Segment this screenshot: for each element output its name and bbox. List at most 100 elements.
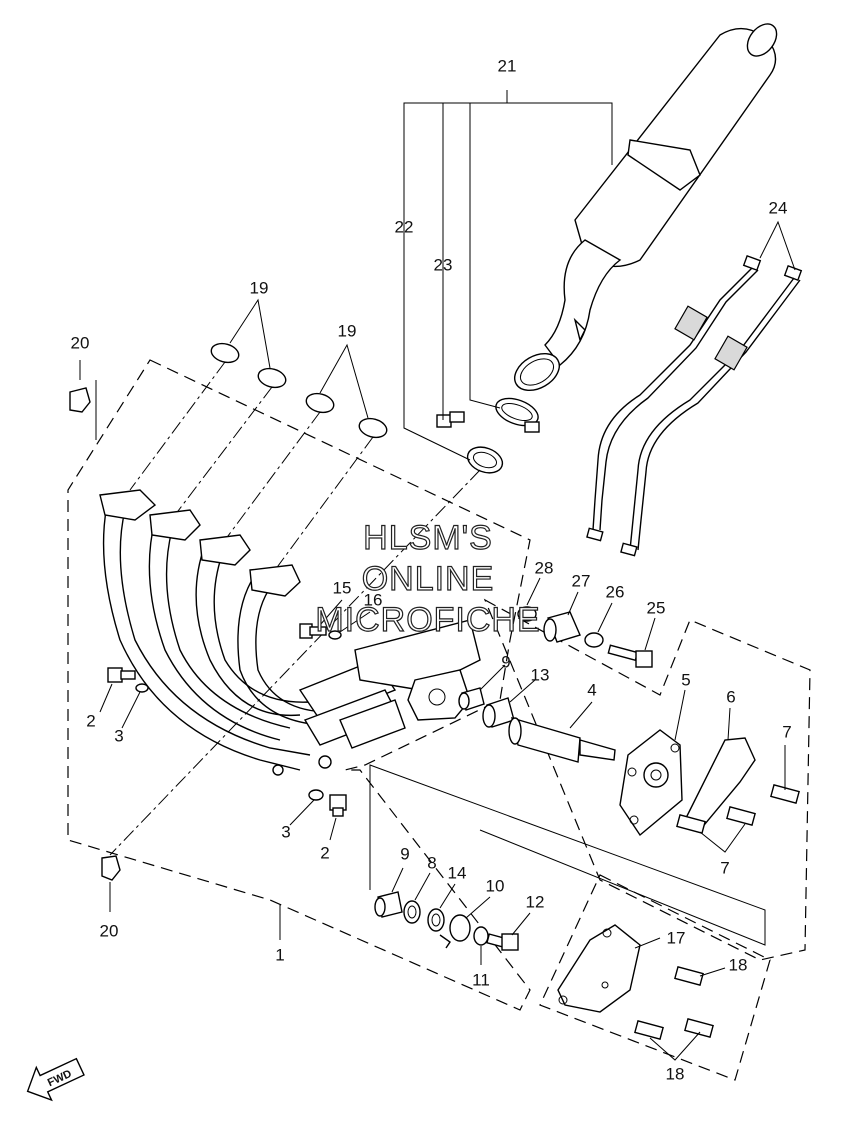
watermark-line-1: HLSM'S — [363, 519, 493, 557]
label-part-4: 4 — [587, 680, 596, 699]
muffler-clamp — [495, 397, 540, 433]
leader-10 — [465, 896, 491, 919]
exhaust-headers — [99, 489, 481, 776]
label-part-20a: 20 — [71, 333, 90, 352]
label-part-27: 27 — [572, 571, 591, 590]
label-part-23: 23 — [434, 255, 453, 274]
servo-cables — [586, 255, 803, 557]
label-part-9b: 9 — [400, 844, 409, 863]
washer-26 — [584, 632, 604, 648]
leader-13 — [509, 679, 536, 703]
watermark-line-3: MICROFICHE — [315, 601, 540, 639]
bushing-13 — [482, 697, 515, 728]
label-part-5: 5 — [681, 670, 690, 689]
flange-bolt-top — [69, 387, 91, 413]
label-part-2a: 2 — [86, 711, 95, 730]
leader-19b — [319, 343, 369, 419]
screws-18 — [634, 965, 714, 1041]
leader-24 — [759, 220, 796, 271]
label-part-19a: 19 — [250, 278, 269, 297]
label-part-19b: 19 — [338, 321, 357, 340]
leader-lines-upper — [403, 90, 613, 461]
leader-3a — [121, 691, 141, 729]
washer-14 — [427, 908, 445, 932]
muffler — [514, 23, 778, 392]
leader-27 — [567, 591, 579, 616]
leader-2b — [329, 817, 337, 841]
washer-8 — [403, 900, 421, 924]
leader-25 — [644, 617, 656, 651]
washer-11 — [473, 926, 489, 946]
shaft-4 — [508, 716, 616, 763]
bolt-25 — [607, 644, 653, 668]
fwd-arrow-icon: FWD — [26, 1057, 85, 1102]
leader-19a — [229, 298, 271, 369]
bolt-12 — [486, 933, 519, 951]
leader-5 — [674, 689, 686, 741]
label-part-13: 13 — [531, 665, 550, 684]
label-part-8: 8 — [427, 853, 436, 872]
exhaust-gaskets — [210, 342, 388, 439]
label-part-3a: 3 — [114, 726, 123, 745]
bolt-2-upper — [107, 667, 149, 693]
label-part-16: 16 — [364, 590, 383, 609]
cover-17 — [557, 924, 641, 1013]
leader-12 — [511, 912, 531, 936]
label-part-1: 1 — [275, 945, 284, 964]
bushing-28 — [517, 606, 537, 622]
leader-28 — [526, 577, 541, 606]
hardware-bracket-outline — [369, 764, 766, 946]
label-part-25: 25 — [647, 598, 666, 617]
pulley-5 — [619, 729, 683, 837]
leader-26 — [597, 602, 613, 633]
leader-18b — [649, 1031, 701, 1061]
label-part-20b: 20 — [100, 921, 119, 940]
bolt-2-lower — [308, 789, 347, 817]
watermark-line-2: ONLINE — [362, 560, 495, 598]
collar-27 — [543, 611, 581, 643]
leader-9a — [479, 664, 506, 691]
servo-assembly-outline — [483, 598, 811, 961]
leader-9b — [391, 867, 404, 893]
clamp-bolt — [436, 411, 465, 428]
leader-15 — [319, 599, 343, 626]
label-part-21: 21 — [498, 56, 517, 75]
leader-18a — [699, 967, 726, 977]
watermark: HLSM'S ONLINE MICROFICHE — [315, 518, 541, 639]
label-part-28: 28 — [535, 558, 554, 577]
exhaust-assembly-outline — [67, 359, 531, 1011]
label-part-11: 11 — [472, 970, 490, 989]
label-part-7b: 7 — [720, 858, 729, 877]
leader-7b — [699, 823, 746, 853]
leader-6 — [727, 707, 731, 741]
leader-8 — [414, 872, 431, 901]
label-part-24: 24 — [769, 198, 788, 217]
label-part-18b: 18 — [666, 1064, 685, 1083]
bolt-15 — [299, 623, 342, 640]
label-part-12: 12 — [526, 892, 545, 911]
leader-16 — [339, 611, 371, 633]
label-part-26: 26 — [606, 582, 625, 601]
collar-9-lower — [374, 891, 403, 918]
label-part-2b: 2 — [320, 843, 329, 862]
muffler-gasket — [466, 446, 504, 474]
flange-bolt-bottom — [101, 855, 121, 881]
label-part-6: 6 — [726, 687, 735, 706]
label-part-17: 17 — [667, 928, 686, 947]
cover-assembly-outline — [539, 874, 771, 1081]
label-part-7a: 7 — [782, 722, 791, 741]
leader-17 — [634, 937, 661, 949]
label-part-18a: 18 — [729, 955, 748, 974]
spring-10 — [439, 914, 471, 949]
label-part-10: 10 — [486, 876, 505, 895]
label-part-14: 14 — [448, 863, 467, 882]
label-part-15: 15 — [333, 578, 352, 597]
leader-4 — [569, 701, 593, 729]
assembly-centerlines — [109, 361, 481, 856]
leader-2a — [99, 683, 113, 713]
label-part-9a: 9 — [501, 652, 510, 671]
screws-7 — [676, 783, 800, 835]
leader-3b — [289, 799, 315, 826]
label-part-22: 22 — [395, 217, 414, 236]
